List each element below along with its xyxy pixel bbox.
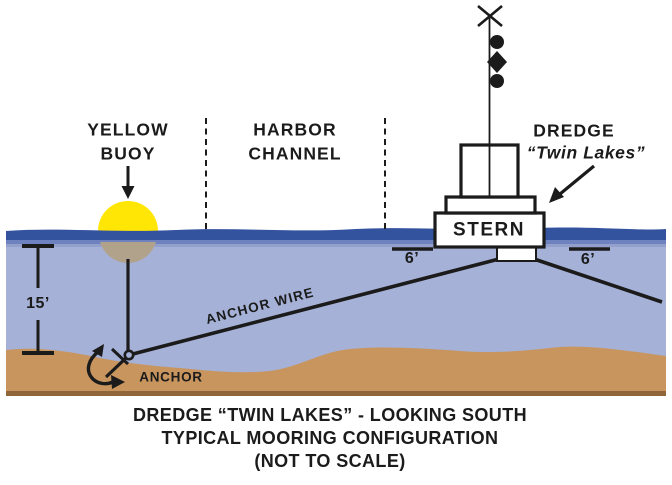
anchor-fluke-tip (92, 344, 104, 357)
harbor-channel-label-line2: CHANNEL (248, 143, 342, 164)
dredge-vessel (433, 5, 546, 262)
yellow-buoy-label-line2: BUOY (100, 143, 156, 164)
dredge-arrow-head-icon (549, 187, 564, 203)
anchor-wire-right (533, 257, 663, 304)
dredge-hull-keel (496, 246, 537, 262)
day-shape-diamond (487, 51, 507, 73)
stern-label: STERN (453, 219, 525, 241)
x-stroke-2 (477, 5, 503, 27)
dredge-name-label: “Twin Lakes” (526, 142, 646, 163)
offset-label-right: 6’ (580, 251, 596, 268)
caption-line2: TYPICAL MOORING CONFIGURATION (161, 428, 499, 448)
depth-label: 15’ (26, 295, 50, 312)
seabed-bottom-edge (6, 391, 666, 396)
anchor-connection-ring (123, 349, 135, 361)
anchor-label: ANCHOR (139, 369, 203, 385)
anchor-wire-left (128, 257, 500, 357)
day-shapes-ball-diamond-ball-icon (487, 35, 507, 88)
masthead-x-icon (477, 5, 503, 27)
caption: DREDGE “TWIN LAKES” - LOOKING SOUTH TYPI… (0, 404, 660, 473)
caption-line1: DREDGE “TWIN LAKES” - LOOKING SOUTH (133, 405, 527, 425)
harbor-channel-label-line1: HARBOR (253, 119, 337, 140)
anchor-stock (110, 347, 130, 366)
offset-label-left: 6’ (404, 250, 420, 267)
depth-bracket (22, 244, 54, 355)
dredge-arrow-shaft (558, 164, 596, 196)
day-shape-ball-top (490, 35, 504, 49)
water-surface-band-mid (6, 240, 666, 244)
buoy-pointer-arrow (121, 166, 135, 199)
water-surface-band-light (6, 244, 666, 247)
caption-line3: (NOT TO SCALE) (254, 451, 406, 471)
day-shape-ball-bottom (490, 74, 504, 88)
anchor-fluke-arrow (111, 375, 125, 389)
anchor-icon (86, 344, 130, 389)
dredge-pointer-arrow (549, 164, 596, 203)
anchor-arm (86, 350, 114, 386)
dredge-stern-hull (433, 211, 546, 249)
seabed (6, 346, 666, 396)
buoy-submerged-half (100, 242, 156, 263)
buoy-arrow-head-icon (121, 186, 135, 199)
dredge-label: DREDGE (533, 120, 615, 141)
dredge-deck (444, 195, 537, 215)
yellow-buoy (98, 201, 158, 234)
yellow-buoy-label-line1: YELLOW (87, 119, 169, 140)
